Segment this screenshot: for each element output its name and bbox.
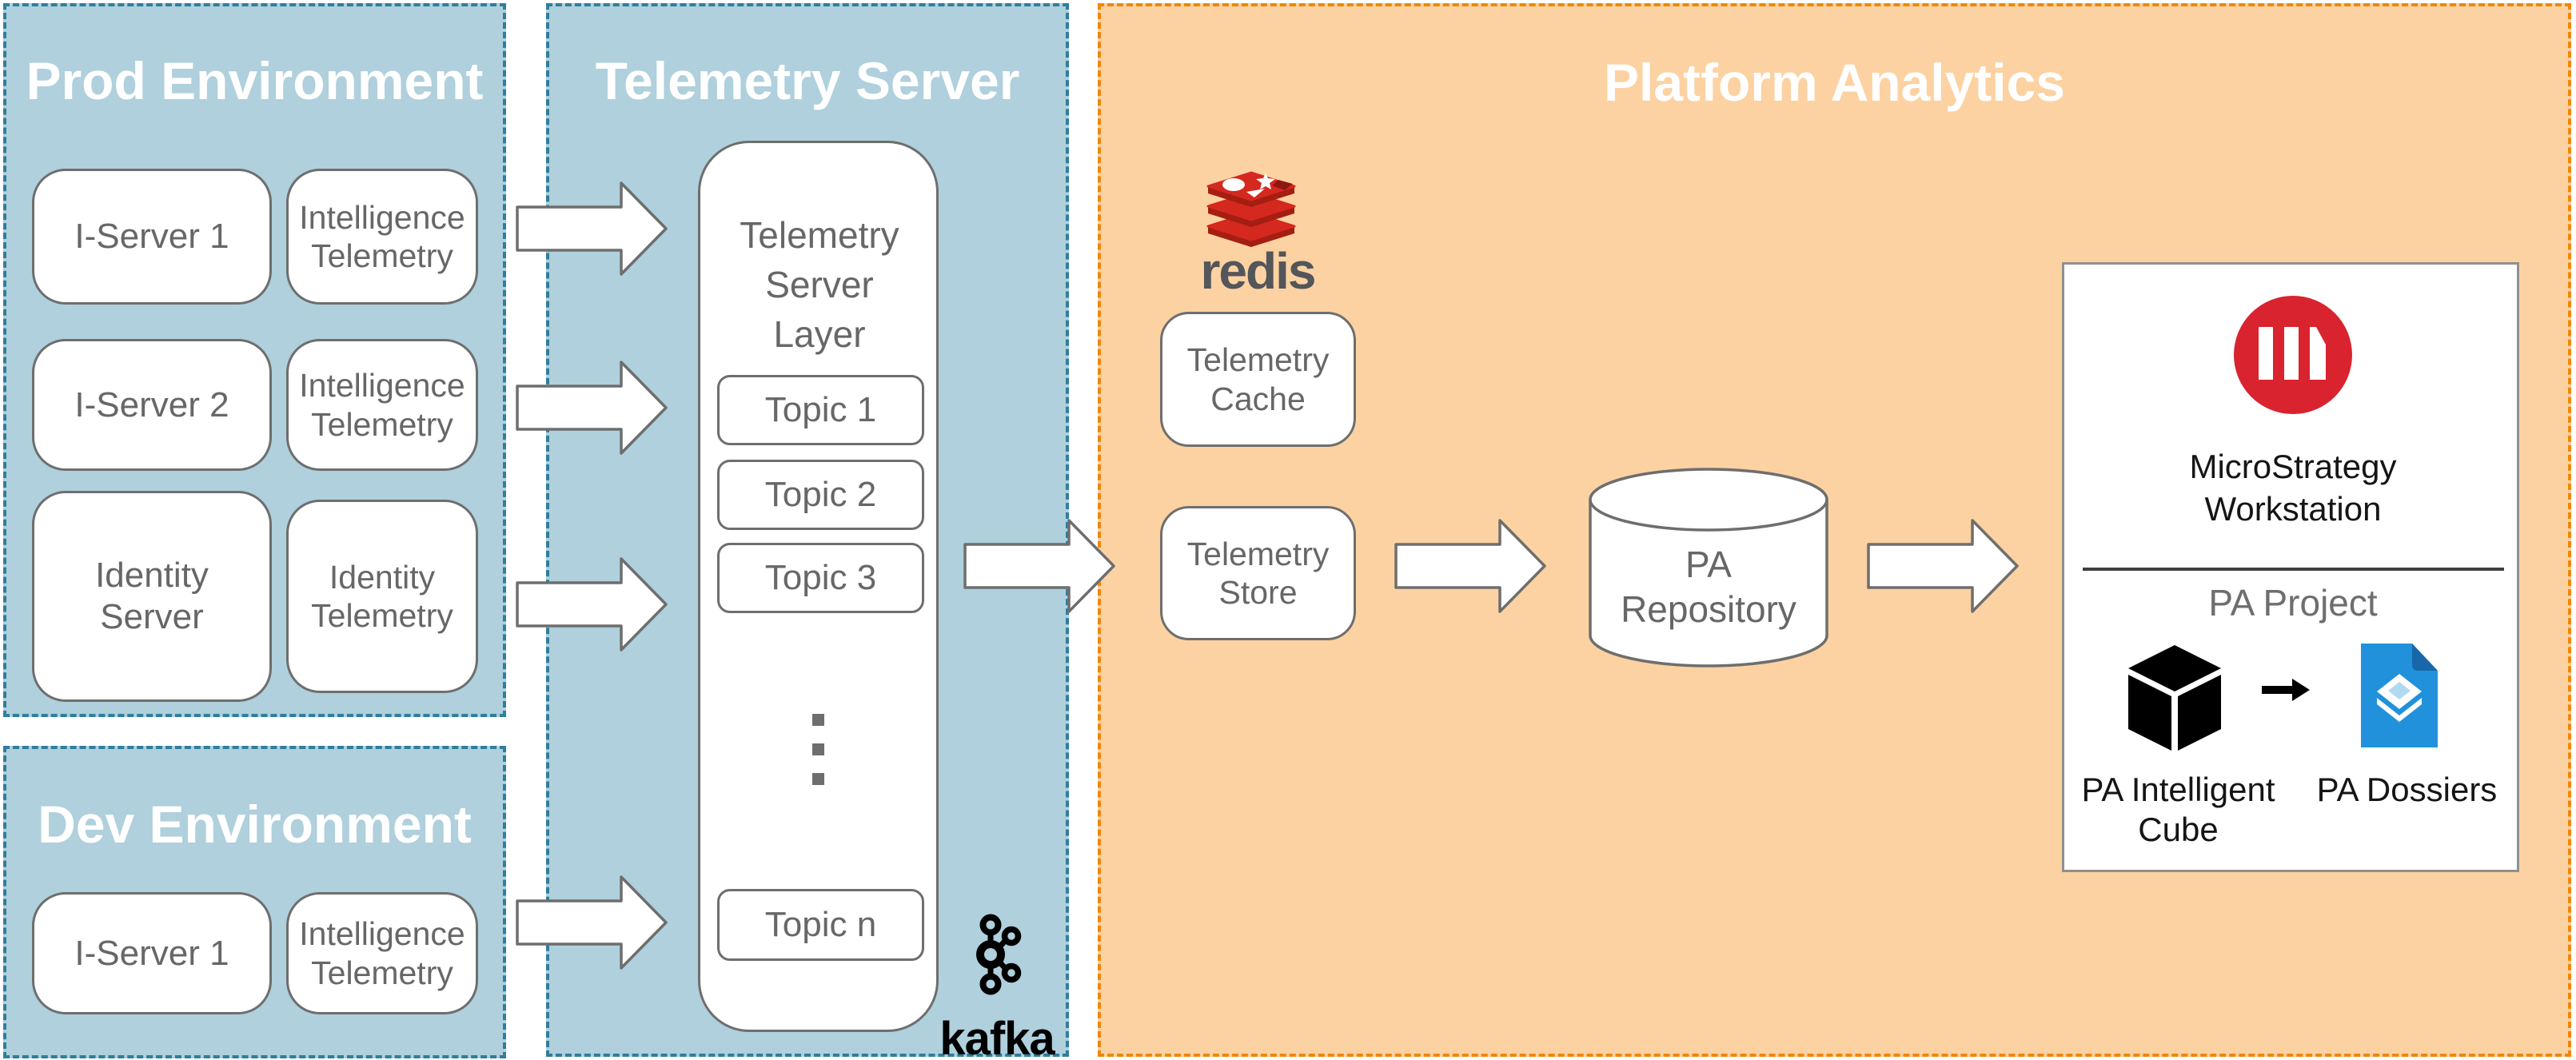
dossier-document-icon bbox=[2356, 640, 2442, 751]
intelligent-cube-icon bbox=[2124, 644, 2225, 752]
prod-iserver-2-label: I-Server 2 bbox=[74, 385, 229, 424]
prod-iserver-1-label: I-Server 1 bbox=[74, 217, 229, 257]
telemetry-store-label: Telemetry Store bbox=[1186, 535, 1330, 611]
kafka-icon bbox=[971, 913, 1023, 1002]
dev-intelligence-telemetry-label: Intelligence Telemetry bbox=[299, 915, 465, 991]
arrow-repository-to-workstation-icon bbox=[1867, 516, 2020, 616]
topic-2-box: Topic 2 bbox=[717, 460, 924, 530]
dev-iserver-1-label: I-Server 1 bbox=[74, 933, 229, 973]
kafka-wordmark: kafka bbox=[939, 1013, 1055, 1060]
prod-identity-telemetry-label: Identity Telemetry bbox=[311, 558, 453, 634]
telemetry-cache-box: Telemetry Cache bbox=[1160, 312, 1356, 447]
topic-3-label: Topic 3 bbox=[764, 558, 877, 598]
arrow-prod-iserver1-to-telemetry-icon bbox=[516, 178, 669, 279]
prod-intelligence-telemetry-1-label: Intelligence Telemetry bbox=[299, 198, 465, 274]
pa-intelligent-cube-label: PA Intelligent Cube bbox=[2081, 771, 2275, 848]
prod-intelligence-telemetry-2-label: Intelligence Telemetry bbox=[299, 367, 465, 443]
telemetry-server-title: Telemetry Server bbox=[595, 51, 1020, 110]
arrow-store-to-repository-icon bbox=[1394, 516, 1548, 616]
telemetry-server-layer-label: Telemetry Server Layer bbox=[740, 214, 899, 355]
microstrategy-workstation-box: MicroStrategy Workstation PA Project bbox=[2062, 262, 2519, 872]
dev-intelligence-telemetry-box: Intelligence Telemetry bbox=[286, 892, 478, 1014]
workstation-title: MicroStrategy Workstation bbox=[2189, 448, 2397, 528]
redis-icon bbox=[1205, 171, 1298, 248]
pa-repository-cylinder bbox=[1588, 463, 1829, 672]
topic-1-box: Topic 1 bbox=[717, 375, 924, 445]
dev-environment-section: Dev Environment I-Server 1 Intelligence … bbox=[3, 746, 506, 1058]
arrow-telemetry-to-platform-analytics-icon bbox=[963, 516, 1117, 616]
prod-identity-server-label: Identity Server bbox=[95, 556, 209, 636]
prod-identity-server-box: Identity Server bbox=[32, 491, 272, 702]
arrow-prod-iserver2-to-telemetry-icon bbox=[516, 357, 669, 458]
topic-3-box: Topic 3 bbox=[717, 543, 924, 613]
pa-dossiers-label: PA Dossiers bbox=[2316, 771, 2498, 808]
arrow-prod-identity-to-telemetry-icon bbox=[516, 554, 669, 655]
pa-repository-label: PA Repository bbox=[1621, 544, 1796, 630]
pa-project-label: PA Project bbox=[2208, 582, 2378, 624]
topic-1-label: Topic 1 bbox=[764, 390, 877, 430]
prod-intelligence-telemetry-2-box: Intelligence Telemetry bbox=[286, 339, 478, 471]
redis-wordmark: redis bbox=[1200, 242, 1317, 300]
prod-iserver-2-box: I-Server 2 bbox=[32, 339, 272, 471]
telemetry-server-layer-box: Telemetry Server Layer Topic 1 Topic 2 T… bbox=[698, 141, 939, 1032]
platform-analytics-section: Platform Analytics bbox=[1098, 3, 2571, 1057]
topic-2-label: Topic 2 bbox=[764, 475, 877, 515]
prod-environment-section: Prod Environment I-Server 1 Intelligence… bbox=[3, 3, 506, 717]
platform-analytics-title: Platform Analytics bbox=[1603, 53, 2066, 112]
prod-environment-title: Prod Environment bbox=[26, 51, 484, 110]
microstrategy-icon bbox=[2233, 295, 2353, 415]
workstation-divider bbox=[2083, 568, 2504, 571]
prod-iserver-1-box: I-Server 1 bbox=[32, 169, 272, 305]
prod-identity-telemetry-box: Identity Telemetry bbox=[286, 500, 478, 693]
prod-intelligence-telemetry-1-box: Intelligence Telemetry bbox=[286, 169, 478, 305]
topic-n-label: Topic n bbox=[764, 905, 877, 945]
vertical-ellipsis-icon bbox=[700, 714, 936, 785]
telemetry-cache-label: Telemetry Cache bbox=[1186, 341, 1330, 417]
dev-iserver-1-box: I-Server 1 bbox=[32, 892, 272, 1014]
dev-environment-title: Dev Environment bbox=[38, 795, 472, 854]
cube-to-dossier-arrow-icon bbox=[2262, 679, 2310, 701]
topic-n-box: Topic n bbox=[717, 889, 924, 961]
telemetry-server-section: Telemetry Server Telemetry Server Layer … bbox=[546, 3, 1069, 1060]
telemetry-store-box: Telemetry Store bbox=[1160, 506, 1356, 640]
arrow-dev-iserver1-to-telemetry-icon bbox=[516, 872, 669, 973]
